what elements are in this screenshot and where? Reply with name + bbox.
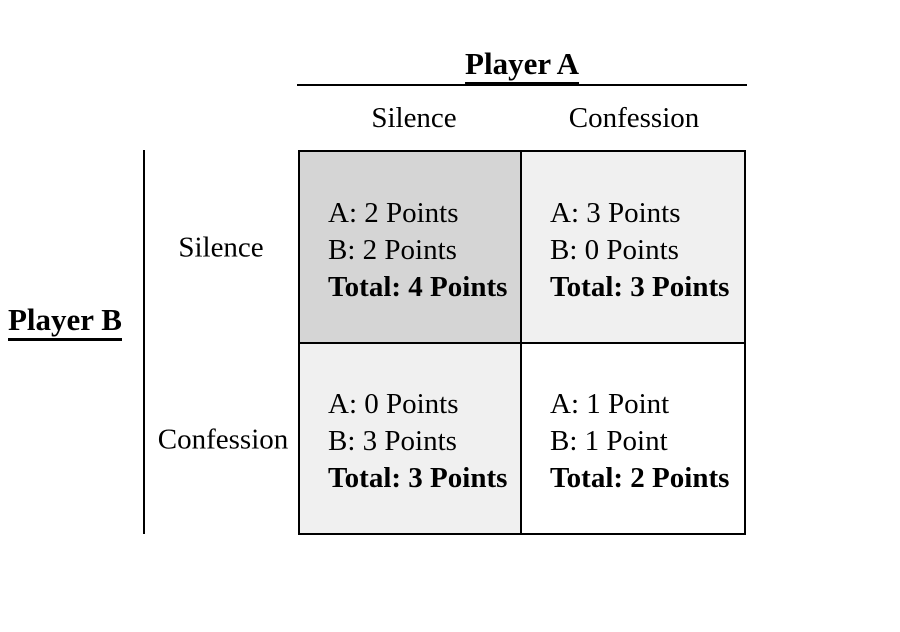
player-b-title: Player B xyxy=(8,302,122,342)
player-b-divider-line xyxy=(143,150,145,534)
row-header-silence: Silence xyxy=(178,231,264,264)
cell-silence-silence: A: 2 Points B: 2 Points Total: 4 Points xyxy=(300,152,522,344)
payoff-grid: A: 2 Points B: 2 Points Total: 4 Points … xyxy=(298,150,746,535)
payoff-player-a: A: 0 Points xyxy=(328,388,459,420)
payoff-total: Total: 3 Points xyxy=(328,462,508,494)
cell-confession-confession: A: 1 Point B: 1 Point Total: 2 Points xyxy=(522,344,744,533)
payoff-total: Total: 2 Points xyxy=(550,462,730,494)
payoff-player-a: A: 3 Points xyxy=(550,196,681,229)
col-header-confession: Confession xyxy=(568,102,700,134)
row-header-confession: Confession xyxy=(157,423,289,456)
cell-confession-silence: A: 0 Points B: 3 Points Total: 3 Points xyxy=(300,344,522,533)
payoff-total: Total: 4 Points xyxy=(328,270,508,303)
cell-silence-confession: A: 3 Points B: 0 Points Total: 3 Points xyxy=(522,152,744,344)
payoff-player-a: A: 1 Point xyxy=(550,388,670,420)
payoff-player-a: A: 2 Points xyxy=(328,196,459,229)
player-a-divider-line xyxy=(297,84,747,86)
col-header-silence: Silence xyxy=(371,102,457,134)
player-a-title: Player A xyxy=(465,46,579,86)
payoff-player-b: B: 1 Point xyxy=(550,425,668,457)
payoff-player-b: B: 3 Points xyxy=(328,425,457,457)
player-b-title-text: Player B xyxy=(8,302,122,342)
payoff-player-b: B: 2 Points xyxy=(328,233,457,266)
player-a-title-text: Player A xyxy=(465,46,579,86)
payoff-player-b: B: 0 Points xyxy=(550,233,679,266)
payoff-total: Total: 3 Points xyxy=(550,270,730,303)
